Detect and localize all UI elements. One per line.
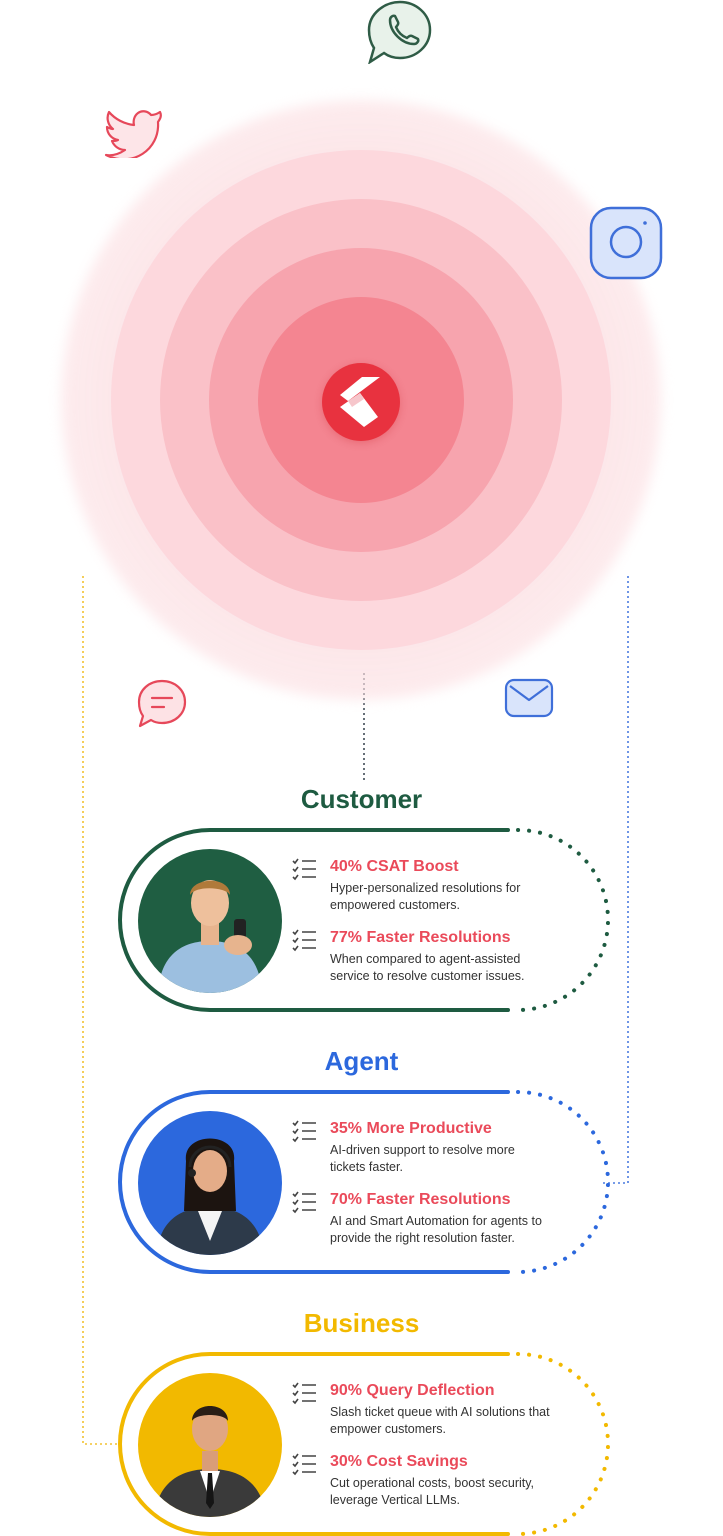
checklist-icon: [292, 1453, 316, 1476]
business-photo: [138, 1373, 282, 1517]
stat-item: 40% CSAT Boost Hyper-personalized resolu…: [292, 857, 592, 914]
stat-item: 90% Query Deflection Slash ticket queue …: [292, 1381, 592, 1438]
stat-description: Cut operational costs, boost security,le…: [330, 1476, 535, 1507]
brand-logo-icon: [322, 363, 400, 441]
agent-title: Agent: [324, 1046, 399, 1076]
stat-title: 30% Cost Savings: [330, 1453, 468, 1470]
stat-title: 40% CSAT Boost: [330, 858, 459, 875]
whatsapp-icon: [367, 0, 432, 64]
stat-item: 70% Faster Resolutions AI and Smart Auto…: [292, 1190, 592, 1247]
agent-stats: 35% More Productive AI-driven support to…: [292, 1119, 592, 1261]
stat-title: 90% Query Deflection: [330, 1382, 495, 1399]
stat-item: 35% More Productive AI-driven support to…: [292, 1119, 592, 1176]
stat-title: 77% Faster Resolutions: [330, 929, 511, 946]
customer-title: Customer: [300, 784, 423, 814]
stat-title: 70% Faster Resolutions: [330, 1191, 511, 1208]
stat-title: 35% More Productive: [330, 1120, 492, 1137]
twitter-icon: [104, 110, 162, 158]
agent-photo: [138, 1111, 282, 1255]
mail-icon: [504, 678, 554, 718]
checklist-icon: [292, 1382, 316, 1405]
customer-stats: 40% CSAT Boost Hyper-personalized resolu…: [292, 857, 592, 999]
checklist-icon: [292, 1191, 316, 1214]
chat-icon: [137, 679, 187, 728]
instagram-icon: [589, 206, 663, 280]
checklist-icon: [292, 929, 316, 952]
stat-description: Slash ticket queue with AI solutions tha…: [330, 1405, 550, 1436]
business-stats: 90% Query Deflection Slash ticket queue …: [292, 1381, 592, 1523]
checklist-icon: [292, 858, 316, 881]
business-title: Business: [303, 1308, 420, 1338]
customer-photo: [138, 849, 282, 993]
stat-item: 77% Faster Resolutions When compared to …: [292, 928, 592, 985]
stat-item: 30% Cost Savings Cut operational costs, …: [292, 1452, 592, 1509]
checklist-icon: [292, 1120, 316, 1143]
